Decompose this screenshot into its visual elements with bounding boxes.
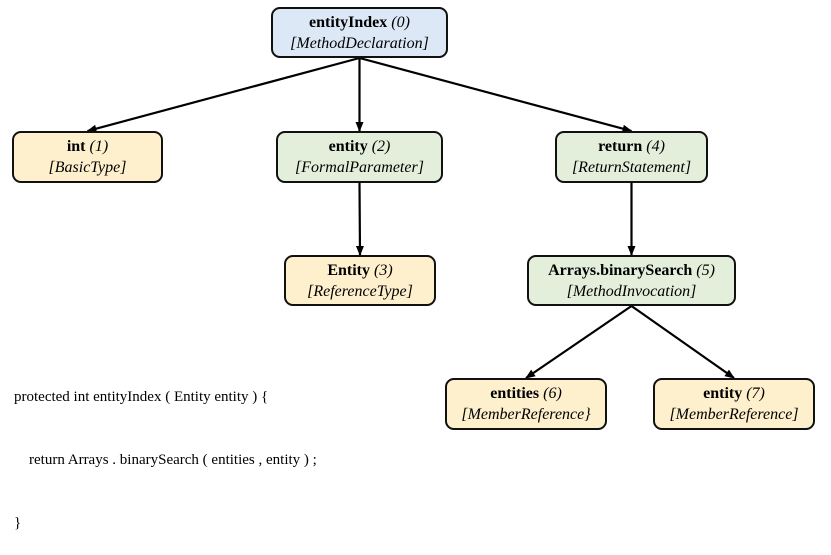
code-line-3: } xyxy=(14,515,22,531)
node-name: entity xyxy=(703,385,743,402)
node-type: [FormalParameter] xyxy=(295,159,424,176)
node-index: (7) xyxy=(746,385,765,402)
node-index: (4) xyxy=(646,138,665,155)
node-type: [ReturnStatement] xyxy=(571,159,692,176)
node-type: [MethodInvocation] xyxy=(566,282,697,300)
node-type: [ReferenceType] xyxy=(307,282,413,300)
edge-0-to-4 xyxy=(359,56,633,133)
code-line-2: return Arrays . binarySearch ( entities … xyxy=(14,452,317,468)
node-name: entities xyxy=(490,385,540,402)
node-name: int xyxy=(66,138,86,155)
node-index: (5) xyxy=(696,261,715,279)
node-Entity-reference-type: Entity (3) [ReferenceType] xyxy=(284,255,436,306)
node-type: [MemberReference] xyxy=(669,406,799,423)
edge-2-to-3 xyxy=(355,182,364,256)
node-entityIndex-method-declaration: entityIndex (0) [MethodDeclaration] xyxy=(271,7,448,58)
edge-0-to-1 xyxy=(86,56,360,133)
node-int-basic-type: int (1) [BasicType] xyxy=(12,131,163,183)
node-index: (2) xyxy=(371,138,391,155)
tree-edges xyxy=(86,56,735,379)
node-index: (6) xyxy=(543,385,562,402)
node-index: (0) xyxy=(391,13,410,31)
code-line-1: protected int entityIndex ( Entity entit… xyxy=(14,389,269,405)
node-name: Entity xyxy=(327,261,370,279)
node-name: return xyxy=(598,138,643,155)
edge-5-to-6 xyxy=(525,305,633,379)
node-index: (3) xyxy=(374,261,393,279)
node-name: entityIndex xyxy=(309,13,388,31)
node-return-statement: return (4) [ReturnStatement] xyxy=(555,131,708,183)
node-index: (1) xyxy=(89,138,109,155)
edge-5-to-7 xyxy=(630,305,735,379)
node-type: [MethodDeclaration] xyxy=(290,34,429,52)
node-entities-member-reference: entities (6) [MemberReference} xyxy=(445,378,607,430)
node-name: Arrays.binarySearch xyxy=(548,261,693,279)
node-entity-formal-parameter: entity (2) [FormalParameter] xyxy=(276,131,443,183)
node-entity-member-reference: entity (7) [MemberReference] xyxy=(653,378,815,430)
node-type: [MemberReference} xyxy=(461,406,591,423)
node-type: [BasicType] xyxy=(48,159,127,176)
source-code-snippet: protected int entityIndex ( Entity entit… xyxy=(14,345,317,555)
node-arrays-binarysearch-method-invocation: Arrays.binarySearch (5) [MethodInvocatio… xyxy=(527,255,736,306)
node-name: entity xyxy=(328,138,368,155)
